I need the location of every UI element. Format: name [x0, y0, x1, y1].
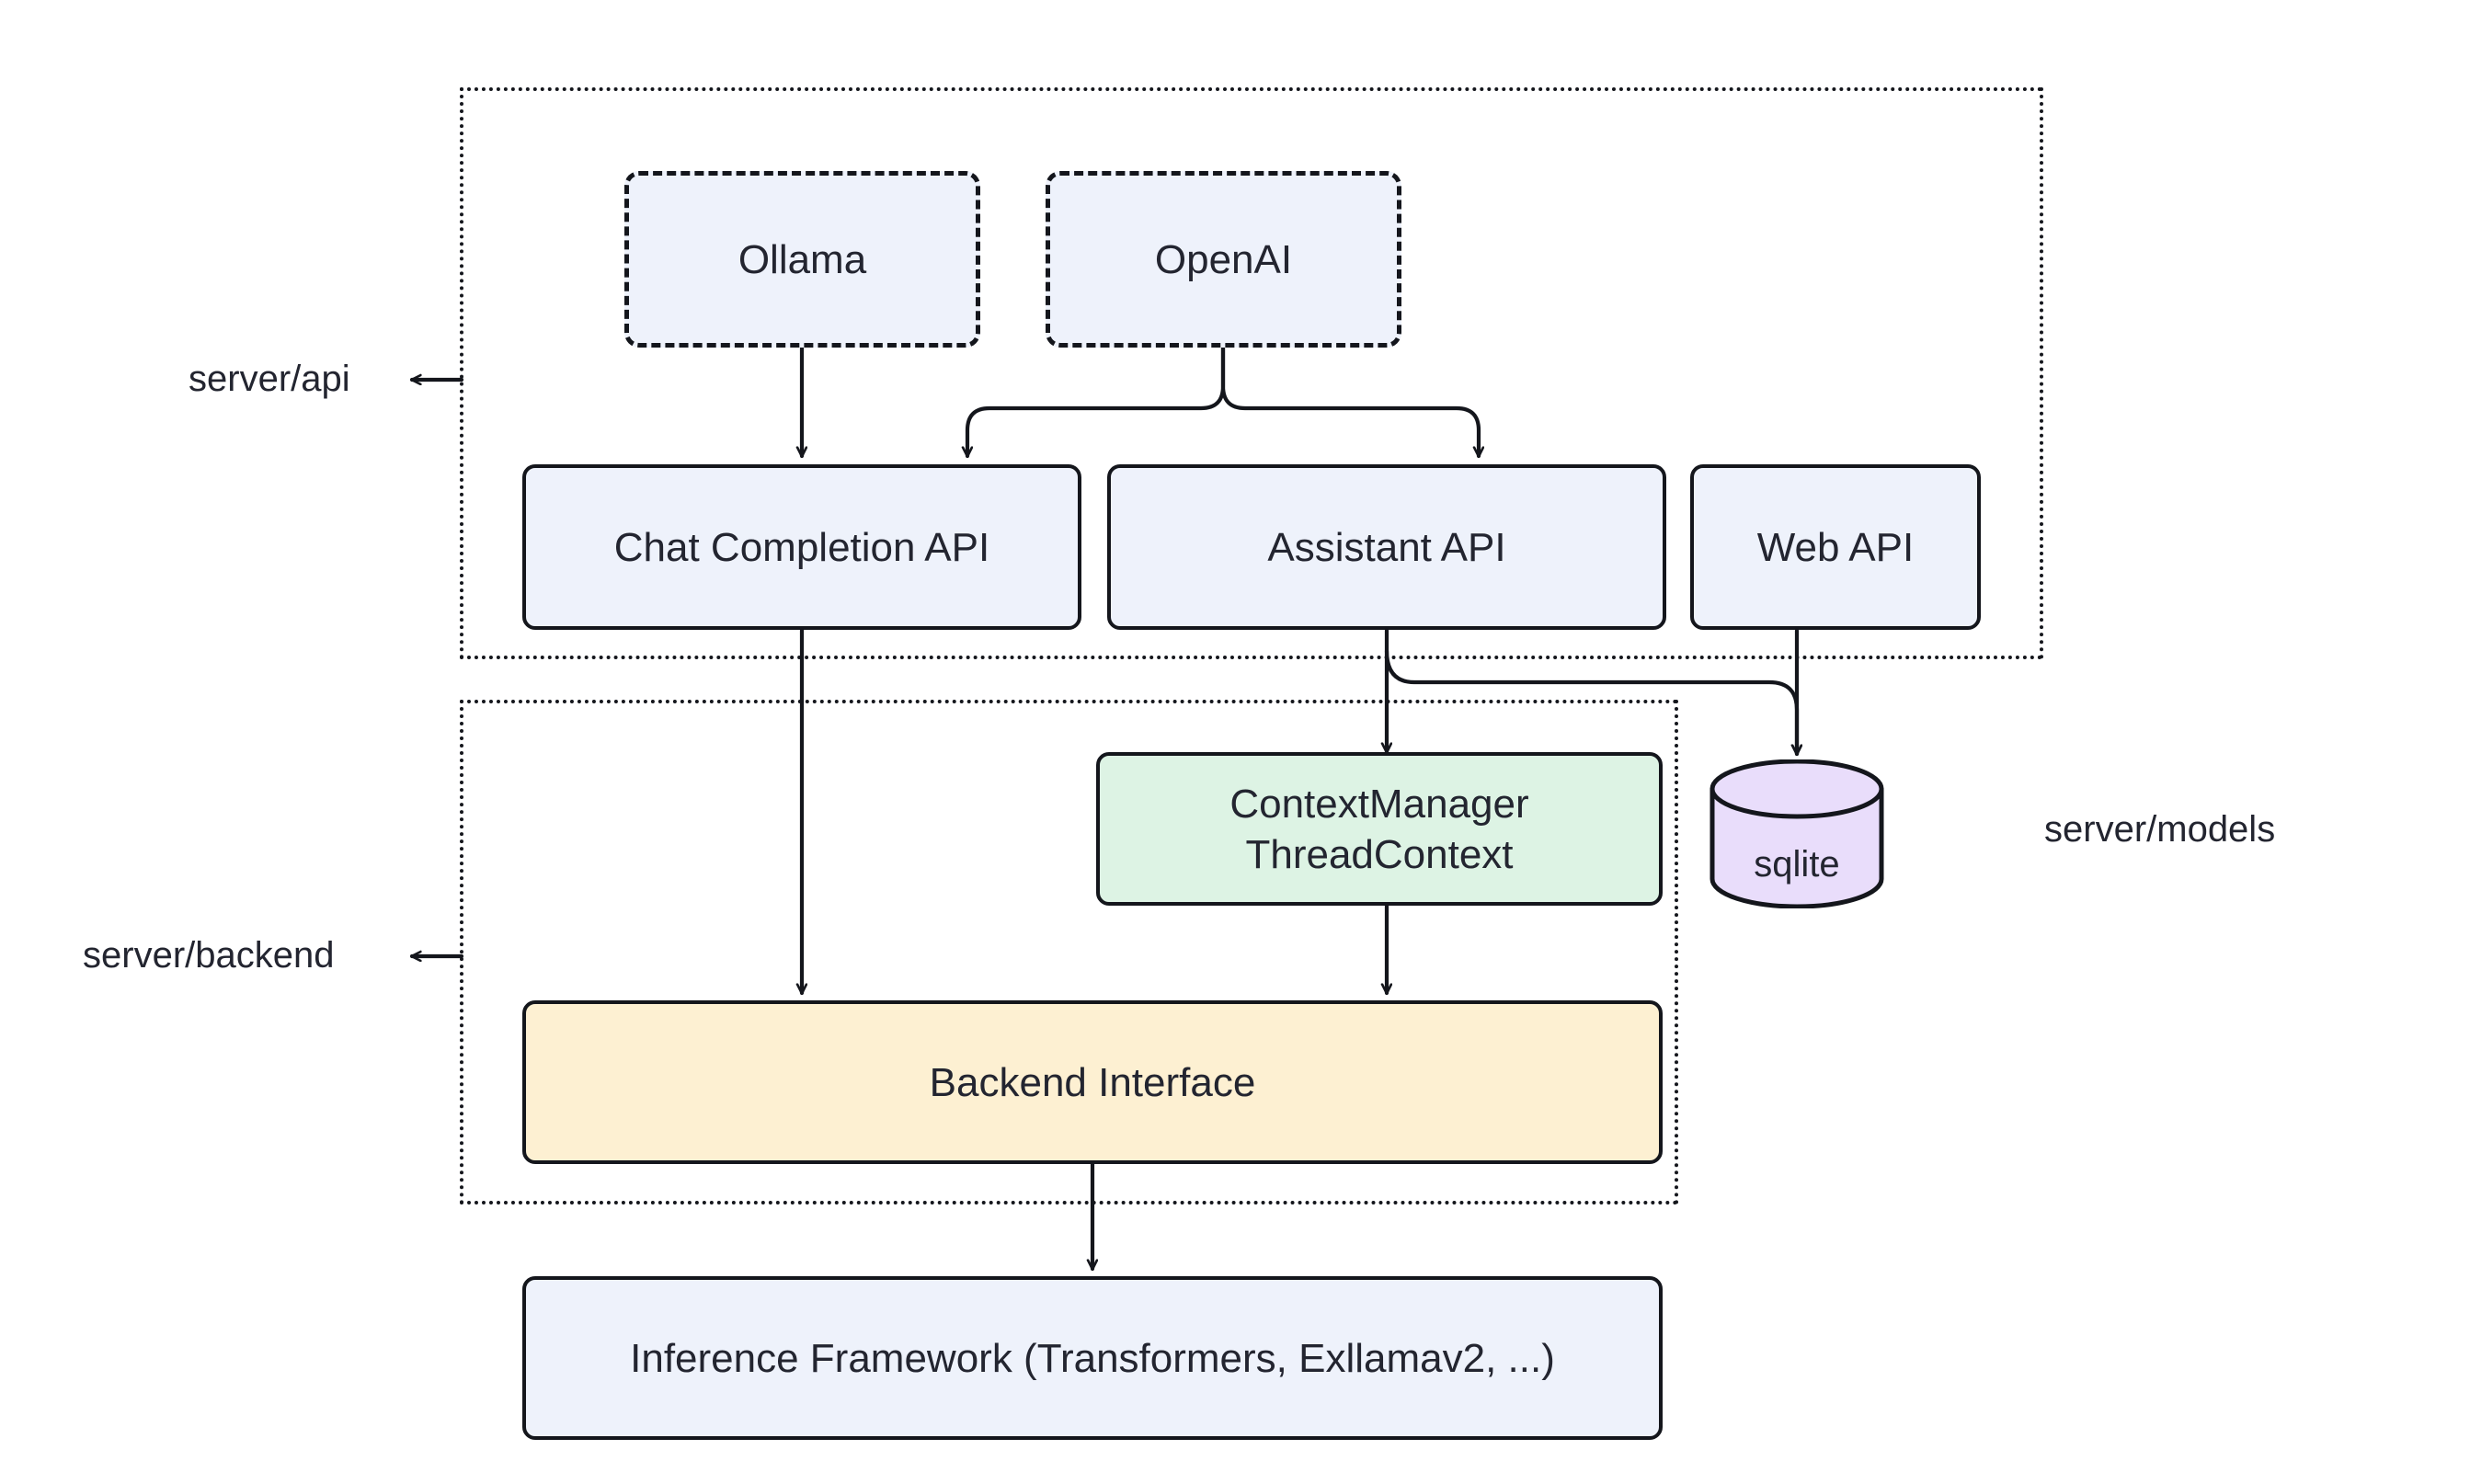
node-openai[interactable]: OpenAI [1046, 171, 1401, 348]
node-context-manager-label-line1: ContextManager [1229, 781, 1529, 827]
node-context-manager[interactable]: ContextManager ThreadContext [1096, 752, 1663, 906]
group-label-server-backend: server/backend [83, 935, 335, 976]
node-web-api[interactable]: Web API [1690, 464, 1981, 630]
database-cylinder-icon [1710, 759, 1884, 909]
node-web-api-label: Web API [1756, 524, 1915, 570]
group-server-api [460, 87, 2043, 659]
node-assistant-api-label: Assistant API [1267, 524, 1506, 570]
node-sqlite[interactable]: sqlite [1707, 759, 1887, 909]
node-ollama-label: Ollama [738, 236, 867, 282]
group-server-backend [460, 700, 1678, 1204]
node-inference-framework-label: Inference Framework (Transformers, Exlla… [630, 1335, 1555, 1381]
group-label-server-models: server/models [2044, 809, 2276, 850]
node-inference-framework[interactable]: Inference Framework (Transformers, Exlla… [522, 1276, 1663, 1440]
node-assistant-api[interactable]: Assistant API [1107, 464, 1666, 630]
node-openai-label: OpenAI [1154, 236, 1293, 282]
group-label-server-api: server/api [189, 359, 350, 399]
edge-openai-fork-to-assistant-api [1220, 345, 1479, 459]
node-chat-completion-api-label: Chat Completion API [613, 524, 990, 570]
edge-assistant-api-to-sqlite [1384, 648, 1797, 757]
node-backend-interface-label: Backend Interface [929, 1059, 1256, 1105]
node-ollama[interactable]: Ollama [624, 171, 980, 348]
node-sqlite-label: sqlite [1754, 844, 1840, 885]
node-chat-completion-api[interactable]: Chat Completion API [522, 464, 1081, 630]
node-backend-interface[interactable]: Backend Interface [522, 1000, 1663, 1164]
node-context-manager-label-line2: ThreadContext [1245, 831, 1514, 877]
edge-openai-fork-to-chat-completion-api [967, 345, 1226, 459]
